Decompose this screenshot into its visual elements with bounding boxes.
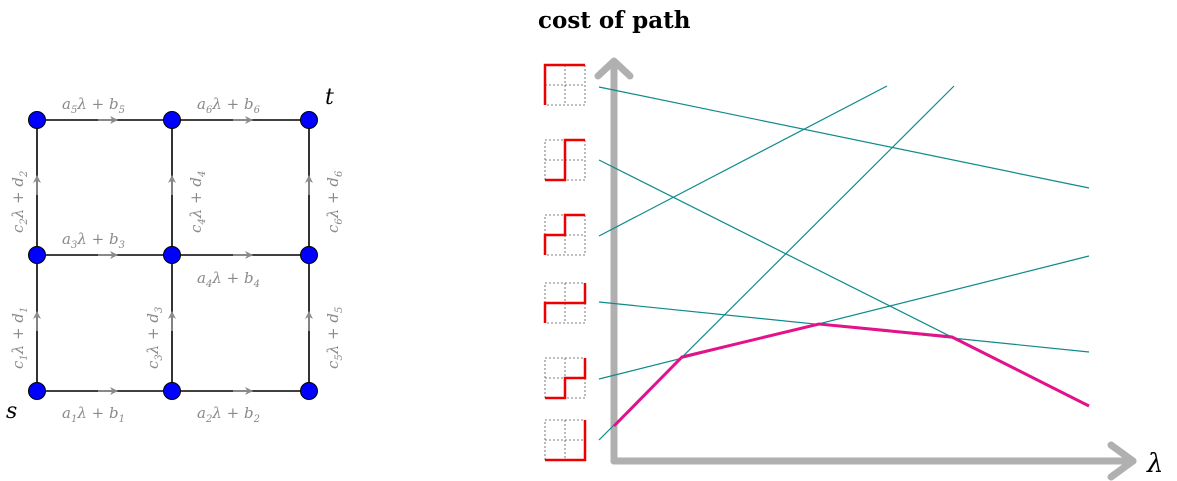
node xyxy=(28,246,46,264)
node xyxy=(300,382,318,400)
node xyxy=(163,246,181,264)
grid-graph: s t a1λ + b1 a2λ + b2 a3λ + b3 a4λ + b4 … xyxy=(6,85,345,425)
node xyxy=(28,111,46,129)
edge-label-c3: c3λ + d3 xyxy=(144,307,165,369)
cost-lines xyxy=(598,85,1090,441)
edge-label-a2: a2λ + b2 xyxy=(197,404,260,425)
path-icon-3 xyxy=(543,213,586,256)
source-label: s xyxy=(6,399,17,424)
cost-line-3 xyxy=(598,85,888,237)
node xyxy=(163,111,181,129)
edge-label-c5: c5λ + d5 xyxy=(324,307,345,369)
node xyxy=(300,111,318,129)
edge-label-a1: a1λ + b1 xyxy=(62,404,125,425)
y-axis-arrow-icon xyxy=(594,57,634,80)
path-icon-4 xyxy=(543,282,587,324)
node xyxy=(28,382,46,400)
horizontal-edge-labels: a1λ + b1 a2λ + b2 a3λ + b3 a4λ + b4 a5λ … xyxy=(62,95,261,425)
edge-arrows xyxy=(33,116,313,395)
plot-title: cost of path xyxy=(538,7,691,34)
graph-nodes xyxy=(28,111,318,400)
edge-label-a5: a5λ + b5 xyxy=(62,95,125,116)
path-icons xyxy=(543,63,587,462)
edge-label-c4: c4λ + d4 xyxy=(187,171,208,233)
x-axis-arrow-icon xyxy=(1107,441,1137,481)
vertical-edge-labels: c1λ + d1 c2λ + d2 c3λ + d3 c4λ + d4 c5λ … xyxy=(9,170,345,369)
edge-label-c1: c1λ + d1 xyxy=(9,307,30,369)
edge-label-a3: a3λ + b3 xyxy=(62,230,125,251)
target-label: t xyxy=(325,85,334,110)
x-axis-label: λ xyxy=(1146,449,1163,479)
plot-axes xyxy=(594,57,1137,481)
path-icon-2 xyxy=(544,138,586,182)
path-icon-1 xyxy=(543,63,586,106)
edge-label-a6: a6λ + b6 xyxy=(197,95,261,116)
cost-line-5 xyxy=(598,255,1090,380)
path-icon-6 xyxy=(544,419,587,462)
path-icon-5 xyxy=(544,357,587,400)
cost-line-1 xyxy=(598,86,1090,189)
node xyxy=(300,246,318,264)
edge-label-c6: c6λ + d6 xyxy=(324,170,345,233)
edge-label-c2: c2λ + d2 xyxy=(9,171,30,233)
edge-label-a4: a4λ + b4 xyxy=(197,269,260,290)
node xyxy=(163,382,181,400)
lower-envelope-line xyxy=(612,322,1090,428)
cost-plot: cost of path λ xyxy=(538,7,1163,481)
